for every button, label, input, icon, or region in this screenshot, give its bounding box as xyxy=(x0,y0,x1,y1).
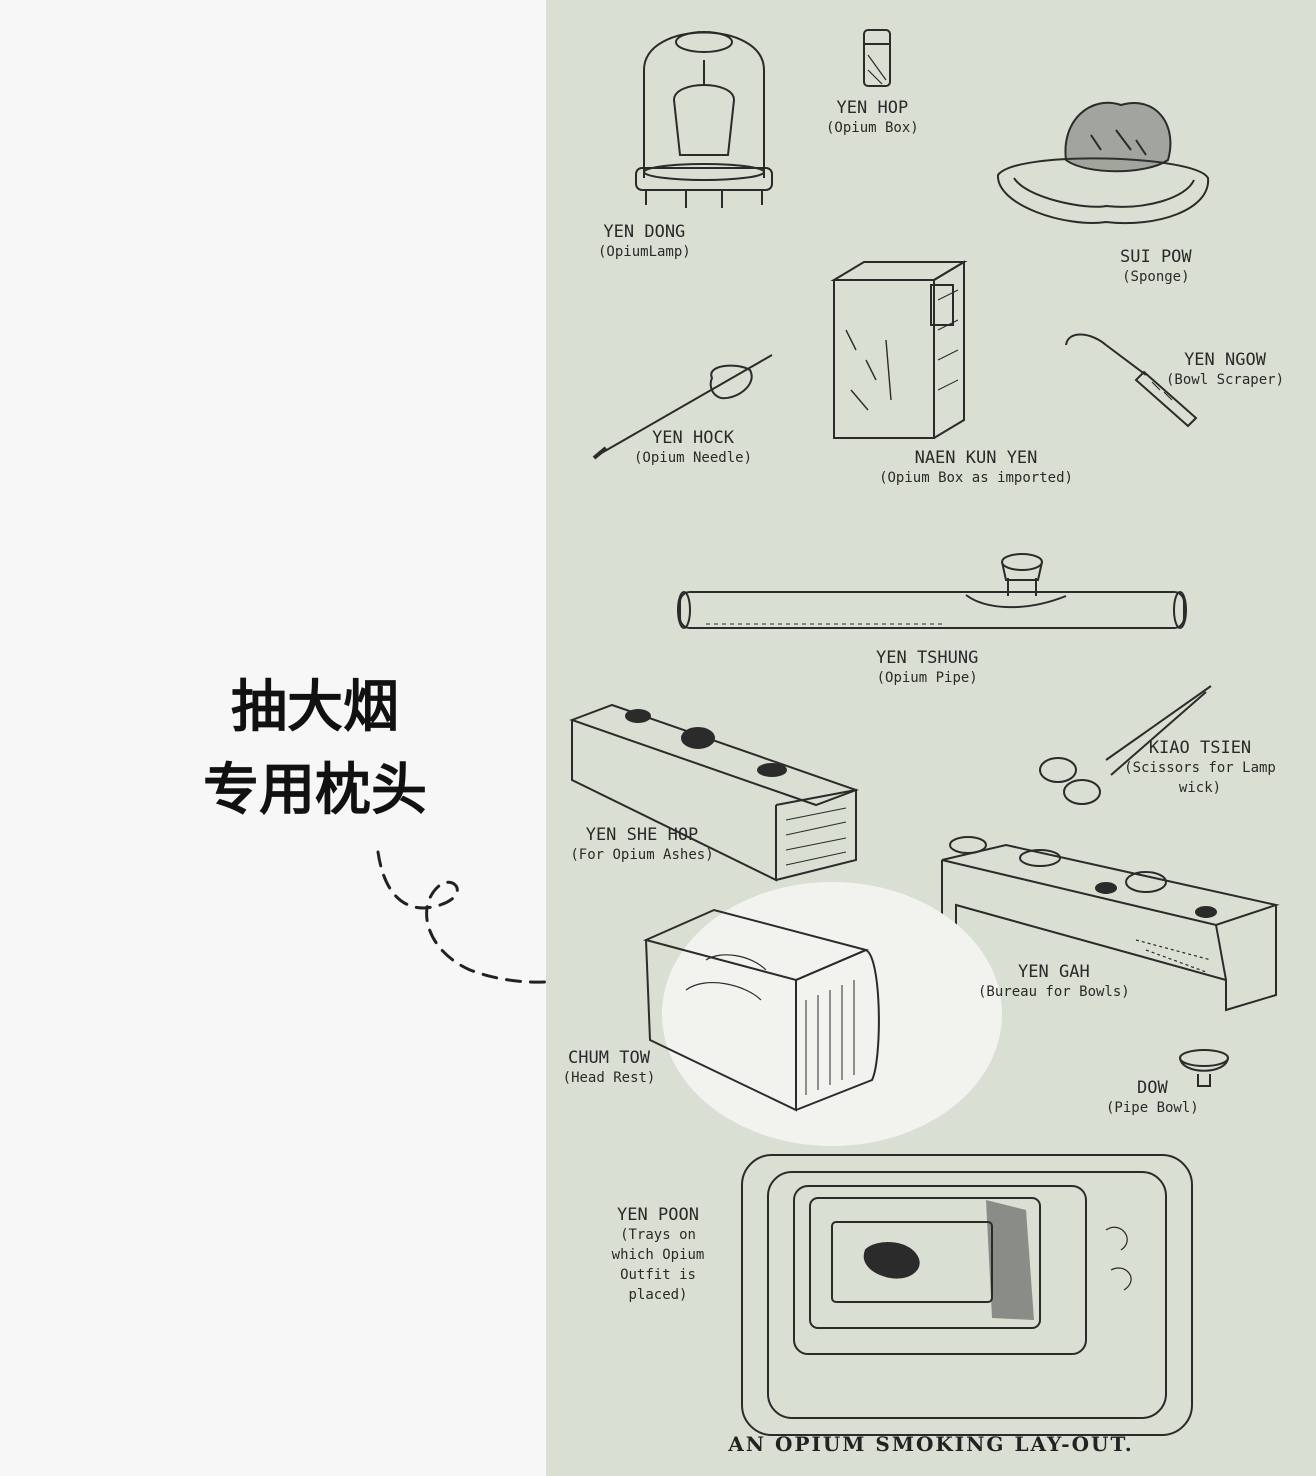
label-chum-tow-name: CHUM TOW xyxy=(568,1048,650,1068)
label-naen-kun-yen: NAEN KUN YEN (Opium Box as imported) xyxy=(876,448,1076,488)
label-yen-gah: YEN GAH (Bureau for Bowls) xyxy=(978,962,1130,1002)
label-yen-tshung-desc: (Opium Pipe) xyxy=(876,670,978,686)
label-sui-pow-desc: (Sponge) xyxy=(1122,269,1190,285)
annotation-line-1: 抽大烟 xyxy=(231,675,399,740)
sponge-bowl-drawing xyxy=(996,101,1210,225)
opium-box-imported-drawing xyxy=(830,260,968,439)
label-naen-kun-yen-name: NAEN KUN YEN xyxy=(914,448,1038,468)
label-yen-hop-name: YEN HOP xyxy=(836,98,909,118)
label-yen-gah-name: YEN GAH xyxy=(1018,962,1090,982)
label-yen-poon-desc: (Trays on which Opium Outfit is placed) xyxy=(611,1227,705,1303)
label-yen-tshung-name: YEN TSHUNG xyxy=(876,648,979,668)
left-panel: 抽大烟 专用枕头 xyxy=(0,0,612,1476)
plate-drawings xyxy=(569,29,1280,1436)
label-yen-ngow: YEN NGOW (Bowl Scraper) xyxy=(1166,350,1284,390)
pipe-bowl-drawing xyxy=(1179,1049,1229,1087)
plate-caption: AN OPIUM SMOKING LAY-OUT. xyxy=(728,1432,1134,1456)
label-yen-she-hop-desc: (For Opium Ashes) xyxy=(570,847,714,863)
label-yen-hock-name: YEN HOCK xyxy=(652,428,734,448)
label-yen-tshung: YEN TSHUNG (Opium Pipe) xyxy=(876,648,978,688)
label-kiao-tsien-name: KIAO TSIEN xyxy=(1148,738,1252,758)
head-rest-highlight xyxy=(662,882,1002,1146)
opium-needle-drawing xyxy=(592,354,773,460)
opium-pipe-drawing xyxy=(677,553,1187,629)
label-dow-desc: (Pipe Bowl) xyxy=(1106,1100,1199,1116)
label-chum-tow: CHUM TOW (Head Rest) xyxy=(554,1048,664,1088)
illustration-plate: YEN DONG (OpiumLamp) YEN HOP (Opium Box)… xyxy=(546,0,1316,1476)
label-dow: DOW (Pipe Bowl) xyxy=(1106,1078,1199,1118)
bowl-scraper-drawing xyxy=(1065,333,1198,428)
annotation-line-2: 专用枕头 xyxy=(203,758,427,823)
label-kiao-tsien-desc: (Scissors for Lamp wick) xyxy=(1124,760,1276,796)
label-yen-dong: YEN DONG (OpiumLamp) xyxy=(598,222,691,262)
head-rest-drawing xyxy=(642,908,880,1112)
label-yen-dong-desc: (OpiumLamp) xyxy=(598,244,691,260)
label-yen-ngow-desc: (Bowl Scraper) xyxy=(1166,372,1285,388)
opium-lamp-drawing xyxy=(635,31,773,208)
label-yen-she-hop-name: YEN SHE HOP xyxy=(585,825,699,845)
label-yen-hock: YEN HOCK (Opium Needle) xyxy=(634,428,752,468)
label-sui-pow-name: SUI POW xyxy=(1120,247,1192,267)
label-yen-ngow-name: YEN NGOW xyxy=(1184,350,1266,370)
dashed-arrow-connector xyxy=(376,850,612,984)
label-yen-gah-desc: (Bureau for Bowls) xyxy=(978,984,1130,1000)
label-chum-tow-desc: (Head Rest) xyxy=(562,1070,656,1086)
label-yen-hop: YEN HOP (Opium Box) xyxy=(826,98,919,138)
label-naen-kun-yen-desc: (Opium Box as imported) xyxy=(879,470,1073,486)
opium-box-drawing xyxy=(863,29,891,87)
label-yen-dong-name: YEN DONG xyxy=(603,222,686,242)
label-yen-she-hop: YEN SHE HOP (For Opium Ashes) xyxy=(552,825,732,865)
label-yen-poon-name: YEN POON xyxy=(617,1205,699,1225)
label-yen-hop-desc: (Opium Box) xyxy=(826,120,919,136)
trays-drawing xyxy=(741,1154,1193,1436)
label-kiao-tsien: KIAO TSIEN (Scissors for Lamp wick) xyxy=(1120,738,1280,798)
label-dow-name: DOW xyxy=(1137,1078,1168,1098)
label-yen-hock-desc: (Opium Needle) xyxy=(634,450,753,466)
label-sui-pow: SUI POW (Sponge) xyxy=(1120,247,1192,287)
ash-box-drawing xyxy=(569,703,859,882)
scissors-drawing xyxy=(1039,685,1212,805)
label-yen-poon: YEN POON (Trays on which Opium Outfit is… xyxy=(598,1205,718,1305)
